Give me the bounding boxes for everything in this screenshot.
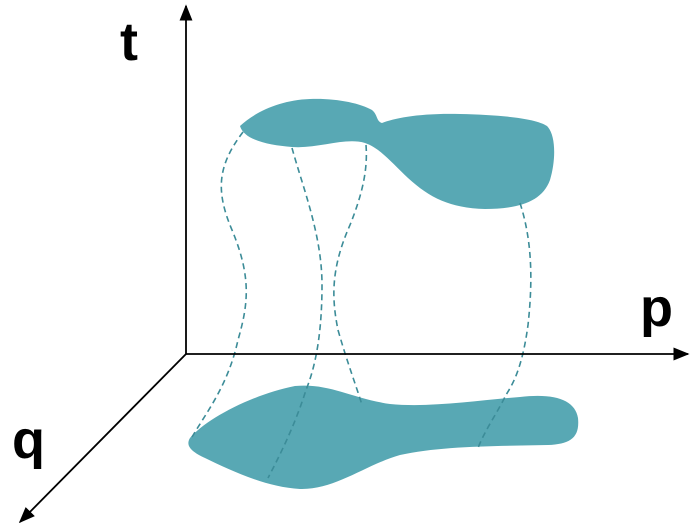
trajectory-4 bbox=[477, 202, 532, 449]
q-axis bbox=[18, 353, 187, 524]
q-axis-label: q bbox=[12, 410, 45, 470]
evolved-region-blob bbox=[240, 98, 555, 209]
p-axis-label: p bbox=[640, 278, 673, 338]
trajectory-1 bbox=[191, 131, 248, 438]
trajectory-3 bbox=[333, 144, 368, 406]
initial-region-blob bbox=[188, 385, 579, 490]
t-axis-label: t bbox=[120, 12, 138, 72]
trajectory-2 bbox=[267, 147, 323, 479]
